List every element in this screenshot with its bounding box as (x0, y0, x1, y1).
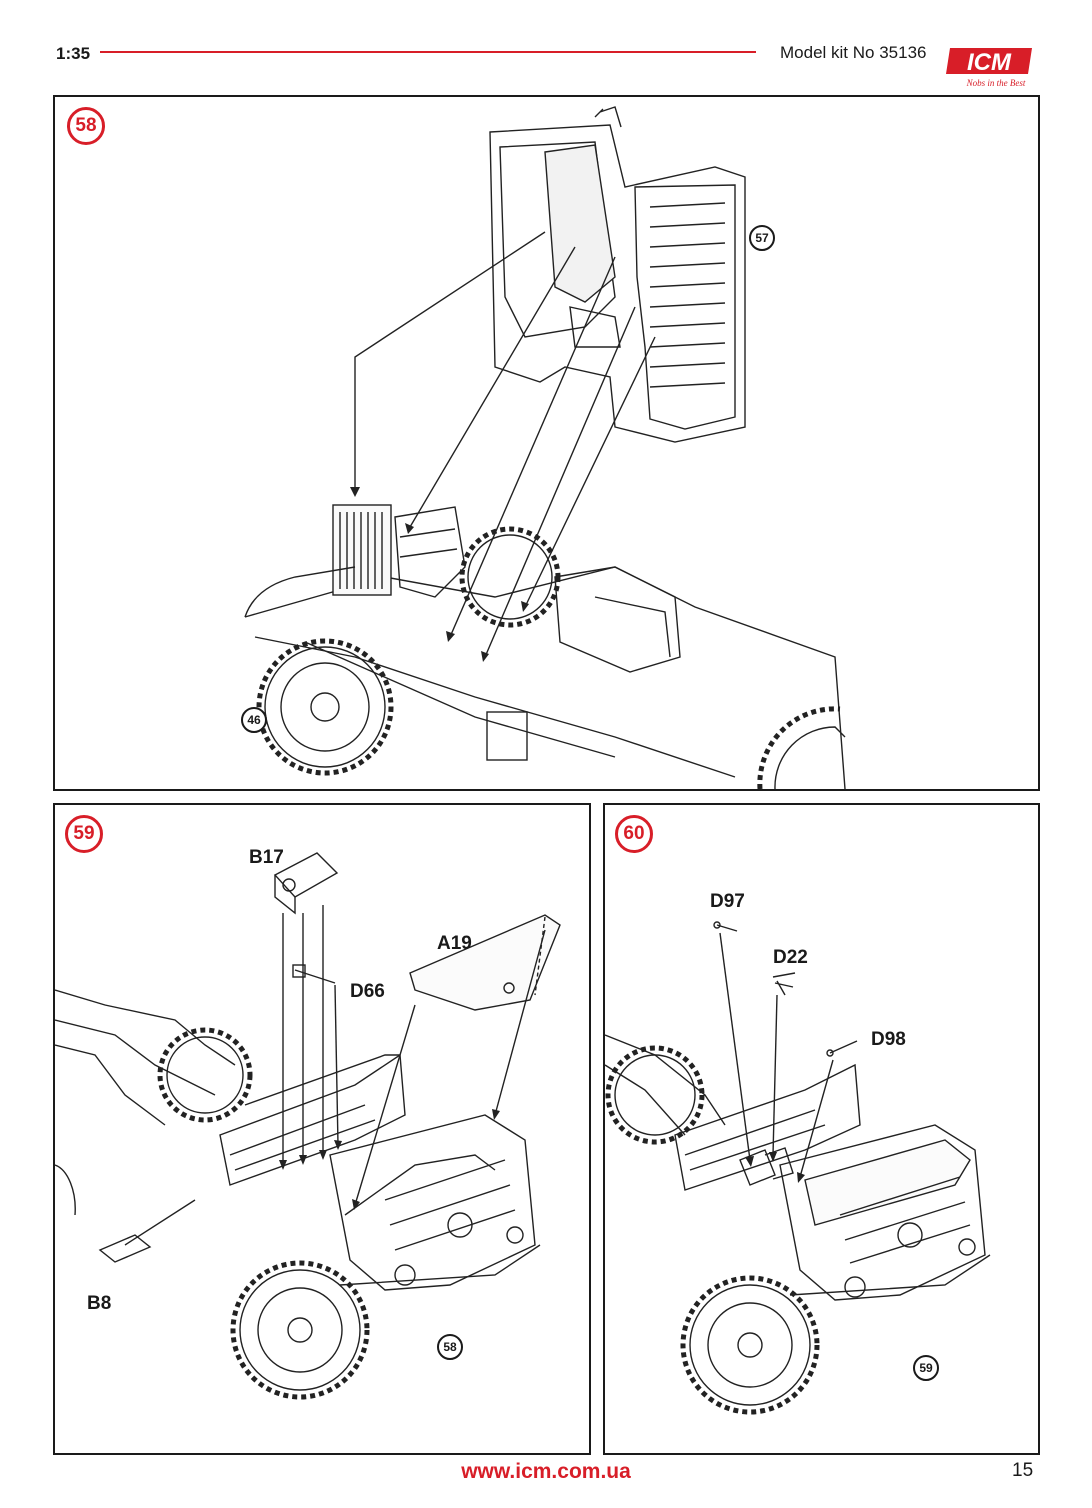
step-60-drawing (605, 921, 991, 1415)
page-number: 15 (1012, 1460, 1034, 1481)
ref-step-46: 46 (241, 707, 267, 733)
part-label-b17: B17 (249, 847, 284, 868)
part-label-d66: D66 (350, 981, 385, 1002)
icm-logo: ICM Nobs in the Best (940, 40, 1040, 90)
part-label-d22: D22 (773, 947, 808, 968)
part-label-d98: D98 (871, 1029, 906, 1050)
svg-text:Nobs in the Best: Nobs in the Best (966, 78, 1026, 88)
ref-step-58: 58 (437, 1334, 463, 1360)
step-58-panel: 58 57 46 (53, 95, 1040, 791)
part-label-a19: A19 (437, 933, 472, 954)
header-rule (100, 51, 756, 53)
ref-step-59: 59 (913, 1355, 939, 1381)
part-label-b8: B8 (87, 1293, 112, 1314)
model-kit-number: Model kit No 35136 (780, 43, 927, 62)
ref-step-57: 57 (749, 225, 775, 251)
step-59-number: 59 (65, 815, 103, 853)
svg-text:ICM: ICM (967, 49, 1012, 76)
footer-website-link[interactable]: www.icm.com.ua (461, 1460, 631, 1483)
scale-label: 1:35 (56, 44, 91, 63)
step-60-panel: 60 D97 D22 D98 59 (603, 803, 1040, 1455)
step-60-number: 60 (615, 815, 653, 853)
step-59-drawing (55, 852, 561, 1400)
step-58-number: 58 (67, 107, 105, 145)
part-label-d97: D97 (710, 891, 745, 912)
step-58-drawing (244, 106, 846, 789)
step-59-panel: 59 B17 D66 A19 B8 58 (53, 803, 591, 1455)
